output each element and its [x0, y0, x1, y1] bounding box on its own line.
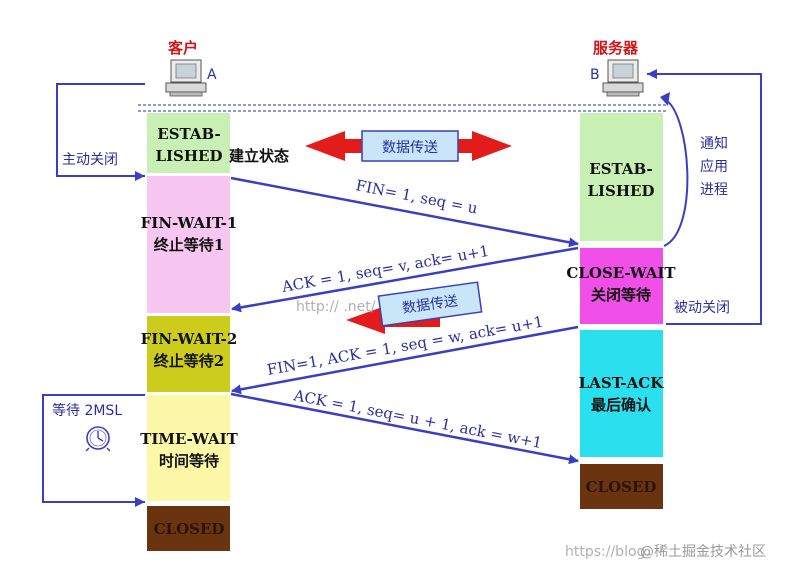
final-ack-message-label: ACK = 1, seq= u + 1, ack = w+1: [291, 386, 543, 452]
client-computer-icon: [165, 59, 207, 97]
passive-close-arrowhead: [647, 69, 657, 79]
server-state-box: [580, 248, 663, 324]
server-state-line2: LISHED: [587, 182, 654, 200]
server-state-line2: 最后确认: [591, 396, 652, 414]
active-close-label-bg: [60, 148, 138, 170]
clock-icon: [85, 426, 111, 452]
passive-close-label: 被动关闭: [674, 300, 730, 316]
client-state-box: [147, 316, 230, 392]
server-state-line1: ESTAB-: [589, 160, 652, 178]
watermark-url: http:// .net/: [296, 299, 376, 315]
client-state-box: [147, 395, 230, 501]
server-state-line2: 关闭等待: [591, 286, 651, 304]
client-state-line1: FIN-WAIT-2: [141, 330, 238, 348]
data-transfer-arrow-middle: 数据传送: [346, 281, 483, 334]
notify-app-curve: [663, 98, 689, 247]
data-transfer-arrow-top: 数据传送: [305, 130, 512, 162]
client-state-closed: CLOSED: [147, 506, 230, 551]
notify-app-label-line1: 通知: [700, 135, 728, 152]
data-transfer-label: 数据传送: [382, 140, 438, 156]
server-state-last-ack: LAST-ACK 最后确认: [579, 330, 664, 457]
client-state-line1: FIN-WAIT-1: [141, 214, 238, 232]
server-state-closed: CLOSED: [580, 464, 663, 509]
server-state-line1: LAST-ACK: [579, 374, 664, 392]
fin-ack-message-arrow: [231, 325, 579, 395]
server-state-box: [580, 464, 663, 509]
client-state-line2: LISHED: [155, 147, 222, 165]
server-state-line1: CLOSED: [586, 478, 657, 496]
client-state-line2: 终止等待2: [154, 352, 224, 370]
fin-message-label: FIN= 1, seq = u: [354, 176, 479, 217]
client-state-line1: TIME-WAIT: [140, 430, 238, 448]
notify-app-label-line3: 进程: [700, 182, 728, 198]
server-state-close-wait: CLOSE-WAIT 关闭等待: [566, 248, 676, 324]
client-state-time-wait: TIME-WAIT 时间等待: [140, 395, 239, 501]
footer-brand: @稀土掘金技术社区: [640, 544, 766, 560]
server-state-box: [580, 330, 663, 457]
wait-2msl-bracket: [42, 394, 145, 503]
notify-app-arrowhead: [660, 92, 670, 106]
server-state-established: ESTAB- LISHED: [580, 113, 663, 241]
notify-app-label-line2: 应用: [700, 158, 728, 175]
footer-watermark: https://blog.: [565, 544, 650, 560]
server-id: B: [590, 67, 600, 83]
server-state-line1: CLOSE-WAIT: [566, 264, 676, 282]
final-ack-message-arrow: [230, 392, 579, 465]
data-transfer-label-2: 数据传送: [401, 293, 459, 317]
active-close-arrowhead: [135, 171, 145, 181]
established-state-label: 建立状态: [229, 147, 289, 165]
server-computer-icon: [602, 59, 644, 97]
wait-2msl-label: 等待 2MSL: [52, 402, 122, 419]
client-id: A: [207, 67, 217, 83]
fin-message-arrow: [230, 176, 579, 248]
client-state-box: [147, 506, 230, 551]
client-state-fin-wait-1: FIN-WAIT-1 终止等待1: [141, 176, 238, 313]
client-title: 客户: [167, 39, 198, 57]
client-state-box: [147, 176, 230, 313]
active-close-label: 主动关闭: [62, 152, 118, 168]
server-state-box: [580, 113, 663, 241]
client-state-line1: ESTAB-: [157, 125, 220, 143]
client-state-box: [147, 113, 230, 173]
client-state-line2: 时间等待: [159, 452, 219, 470]
client-state-line2: 终止等待1: [154, 236, 224, 254]
passive-close-bracket: [647, 73, 762, 325]
active-close-bracket: [56, 83, 145, 177]
wait-2msl-arrowhead: [135, 497, 145, 507]
ack-message-arrow: [231, 246, 579, 313]
server-title: 服务器: [593, 39, 639, 57]
wait-2msl-label-bg: [50, 398, 140, 420]
client-state-line1: CLOSED: [154, 520, 225, 538]
client-state-established: ESTAB- LISHED: [147, 113, 230, 173]
client-state-fin-wait-2: FIN-WAIT-2 终止等待2: [141, 316, 238, 392]
